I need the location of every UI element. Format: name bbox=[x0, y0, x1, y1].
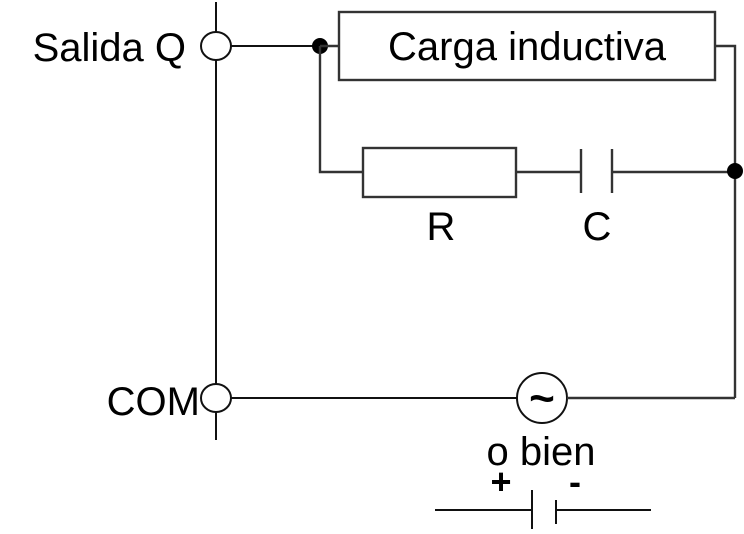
wire-junction-to-resistor bbox=[318, 46, 363, 174]
com-label: COM bbox=[107, 380, 200, 424]
minus-sign: - bbox=[569, 461, 581, 502]
resistor-symbol bbox=[361, 146, 518, 199]
ac-tilde-icon: ~ bbox=[529, 374, 555, 423]
inductive-load-label: Carga inductiva bbox=[388, 25, 667, 69]
wire-load-to-right-rail bbox=[715, 44, 737, 398]
com-terminal bbox=[200, 383, 232, 413]
plus-sign: + bbox=[490, 461, 511, 502]
resistor-label: R bbox=[427, 205, 456, 249]
salida-q-label: Salida Q bbox=[33, 26, 186, 70]
alternative-label: o bien bbox=[487, 430, 596, 474]
salida-q-terminal bbox=[200, 31, 232, 61]
inductive-load-box bbox=[337, 10, 717, 82]
capacitor-label: C bbox=[583, 205, 612, 249]
junction-dot-right bbox=[727, 163, 743, 179]
